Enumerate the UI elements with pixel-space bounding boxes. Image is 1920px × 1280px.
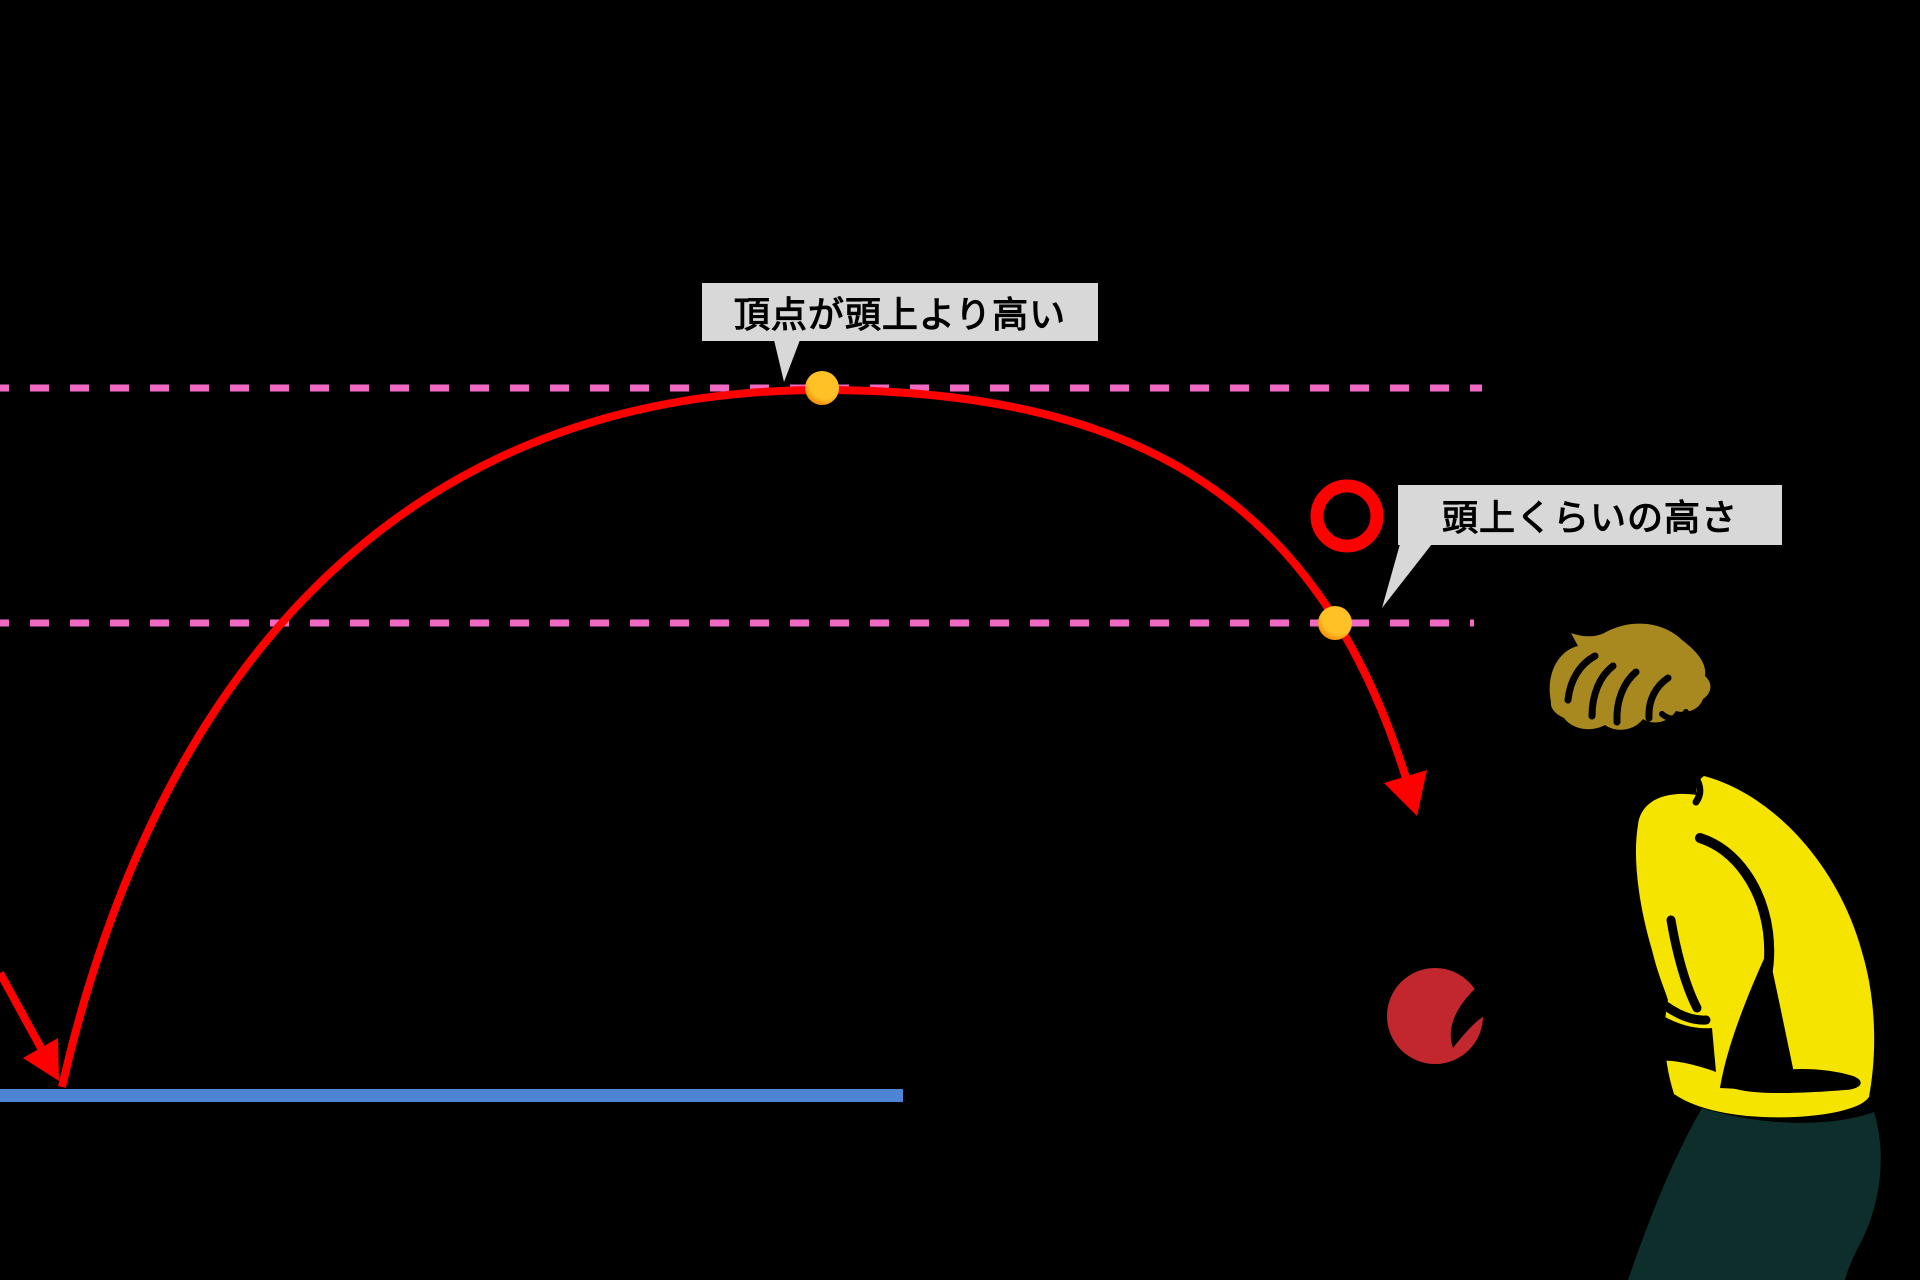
hair-strand-line-3 (1613, 668, 1640, 726)
shirt-hem-fold-line (1726, 1068, 1861, 1094)
shirt-collar-line (1692, 776, 1704, 806)
bounce-trajectory-arc (58, 385, 1410, 1088)
hair-strand-line-2 (1588, 662, 1617, 720)
correct-mark-icon (1310, 479, 1384, 553)
sleeve-cuff-line (1647, 990, 1711, 1025)
ball-at-head-height (1318, 606, 1352, 640)
face-hint-line (1659, 709, 1689, 722)
incoming-arrowhead (23, 1038, 59, 1081)
apex-callout-text: 頂点が頭上より高い (733, 294, 1067, 335)
underarm-shadow (1720, 950, 1798, 1092)
ball-shadow-notch (1450, 986, 1487, 1048)
hair-strand-line-1 (1564, 652, 1599, 704)
head-height-callout-label: 頭上くらいの高さ (1398, 485, 1782, 545)
incoming-trajectory-line (0, 971, 45, 1050)
trajectory-arrowhead (1384, 770, 1427, 816)
table-surface-line (0, 1089, 903, 1102)
apex-callout-label: 頂点が頭上より高い (702, 283, 1098, 341)
head-height-callout-pointer (1382, 544, 1432, 608)
apex-callout-pointer (774, 340, 800, 382)
player-pants (1628, 1108, 1881, 1280)
head-height-callout-text: 頭上くらいの高さ (1441, 497, 1738, 538)
ball-at-apex (805, 371, 839, 405)
sleeve-boundary-line (1666, 915, 1702, 1013)
under-cuff-shadow (1645, 1004, 1716, 1072)
hair-strand-line-4 (1645, 674, 1672, 722)
